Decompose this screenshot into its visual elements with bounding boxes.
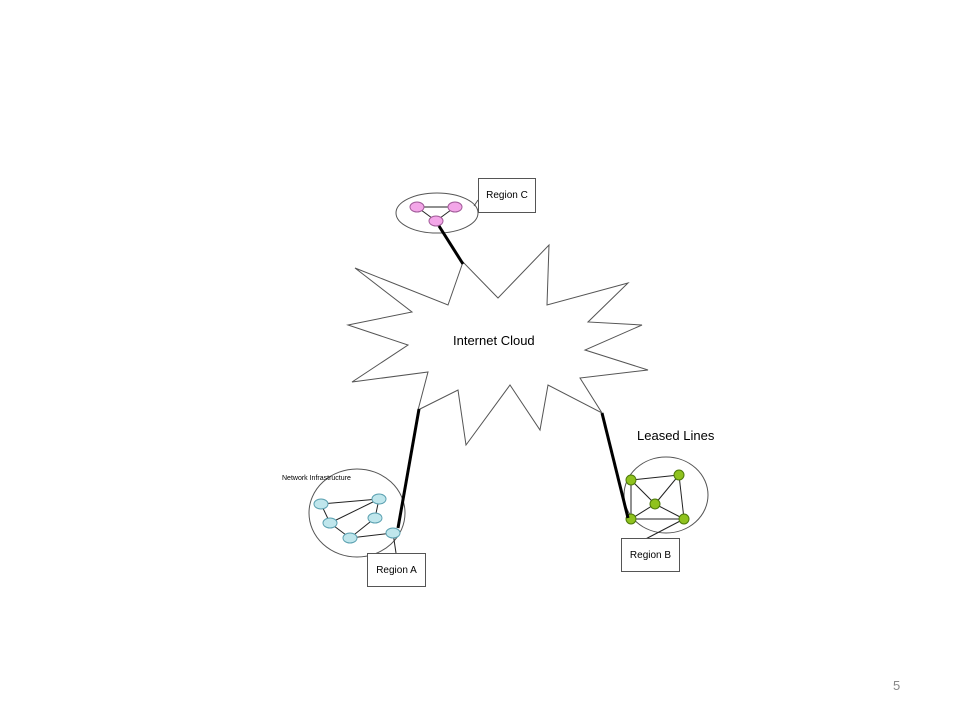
region-c-box: Region C <box>478 178 536 213</box>
region-a-link <box>396 408 421 529</box>
network-infrastructure-label: Network Infrastructure <box>282 475 351 482</box>
page-number: 5 <box>893 678 901 693</box>
region-a-node <box>367 512 383 524</box>
region-a-node <box>342 532 358 544</box>
region-b-link <box>600 412 630 519</box>
region-c-node <box>428 215 444 227</box>
region-b-node <box>678 513 690 525</box>
region-b-node <box>625 474 637 486</box>
region-b-boundary <box>623 456 709 534</box>
region-a-node <box>313 498 329 510</box>
region-b-label: Region B <box>629 549 672 561</box>
region-c-label: Region C <box>486 190 528 201</box>
region-b-node <box>673 469 685 481</box>
leased-lines-label: Leased Lines <box>637 428 715 443</box>
region-c-boundary <box>395 192 479 234</box>
region-b-node <box>649 498 661 510</box>
region-a-boundary <box>308 468 406 558</box>
region-b-box: Region B <box>621 538 680 572</box>
region-c-node <box>409 201 425 213</box>
region-c-link <box>437 225 465 265</box>
cloud-label: Internet Cloud <box>453 333 535 348</box>
region-a-node <box>385 527 401 539</box>
region-a-label: Region A <box>376 564 417 576</box>
region-a-box: Region A <box>367 553 426 587</box>
region-a-node <box>322 517 338 529</box>
region-a-node <box>371 493 387 505</box>
region-c-node <box>447 201 463 213</box>
